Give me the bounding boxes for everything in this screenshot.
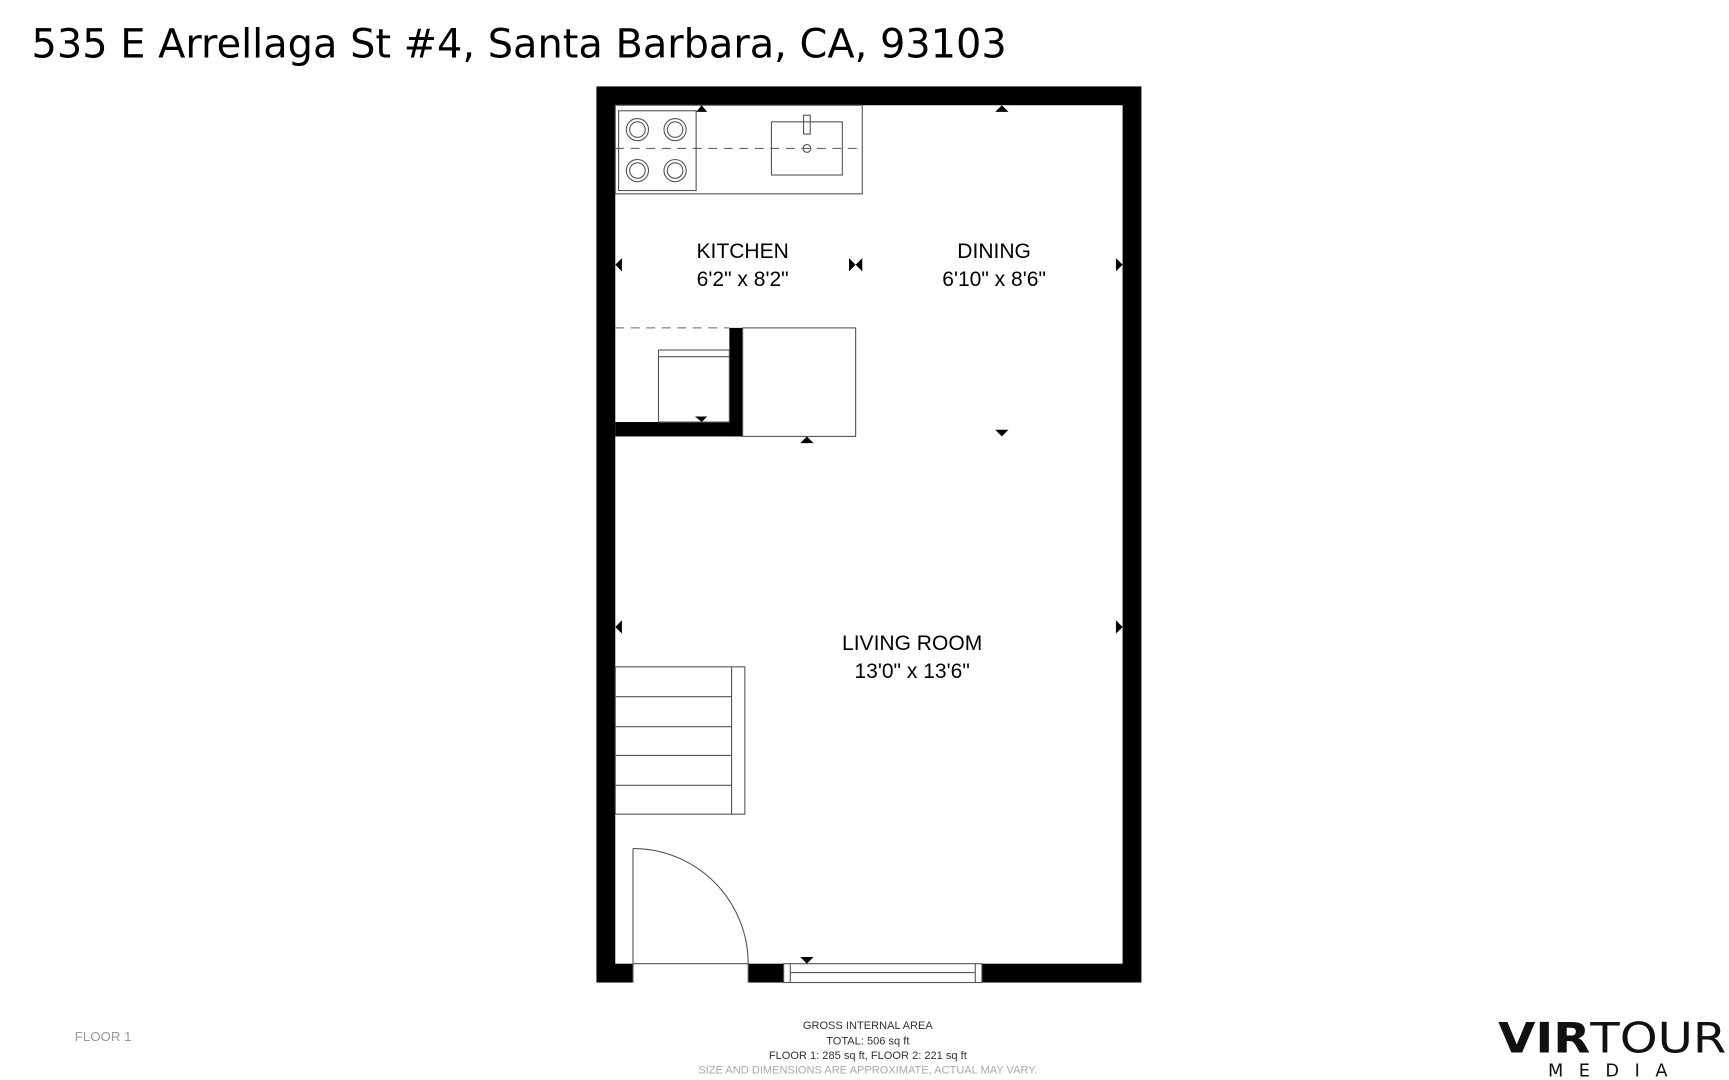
room-name-living: LIVING ROOM [842, 632, 982, 655]
room-markers [615, 105, 1123, 964]
property-address: 535 E Arrellaga St #4, Santa Barbara, CA… [32, 22, 1007, 68]
logo-light-text: TOUR [1589, 1013, 1726, 1062]
sink-icon [770, 114, 843, 176]
logo-bold-text: VIR [1498, 1013, 1590, 1062]
interior-wall [615, 327, 743, 437]
window [783, 963, 983, 984]
room-dims-dining: 6'10" x 8'6" [942, 268, 1046, 291]
kitchen-counter [614, 104, 863, 195]
area-floors: FLOOR 1: 285 sq ft, FLOOR 2: 221 sq ft [769, 1050, 967, 1062]
floor-label: FLOOR 1 [75, 1029, 132, 1044]
area-disclaimer: SIZE AND DIMENSIONS ARE APPROXIMATE, ACT… [698, 1064, 1037, 1076]
stove-icon [618, 110, 697, 192]
exterior-walls [596, 86, 1142, 983]
room-dims-living: 13'0" x 13'6" [854, 660, 969, 683]
appliance [657, 349, 730, 423]
entry-door [632, 847, 749, 983]
room-name-kitchen: KITCHEN [696, 240, 788, 263]
logo-sub-text: MEDIA [1548, 1062, 1683, 1080]
area-heading: GROSS INTERNAL AREA [803, 1020, 934, 1032]
area-total: TOTAL: 506 sq ft [826, 1036, 909, 1048]
room-dims-kitchen: 6'2" x 8'2" [697, 268, 789, 291]
room-name-dining: DINING [957, 240, 1031, 263]
staircase [614, 666, 746, 815]
counter [742, 327, 857, 437]
